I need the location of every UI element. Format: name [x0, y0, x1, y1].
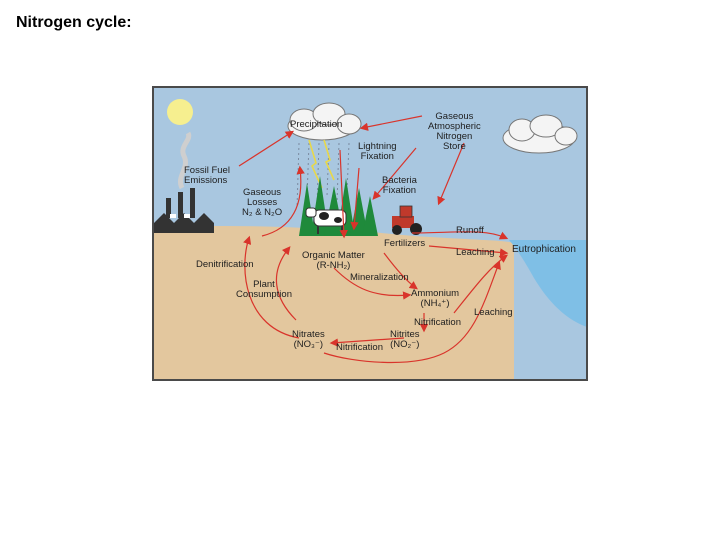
label-bacteria-fixation: Bacteria Fixation	[382, 175, 417, 196]
label-fertilizers: Fertilizers	[384, 238, 426, 249]
cloud-icon	[502, 114, 578, 154]
label-denitrification: Denitrification	[196, 259, 254, 270]
label-ammonium: Ammonium (NH₄⁺)	[411, 288, 460, 309]
diagram-illustration	[154, 88, 586, 379]
label-organic-matter: Organic Matter (R-NH₂)	[302, 250, 365, 271]
factory-icon	[154, 131, 214, 233]
slide-title: Nitrogen cycle:	[16, 14, 132, 31]
label-lightning-fixation: Lightning Fixation	[358, 141, 397, 162]
cow-icon	[305, 207, 347, 234]
label-plant-consumption: Plant Consumption	[236, 279, 292, 300]
tractor-icon	[392, 205, 422, 235]
label-fossil-fuel-emissions: Fossil Fuel Emissions	[184, 165, 230, 186]
label-nitrification-bottom: Nitrification	[336, 342, 383, 353]
label-mineralization: Mineralization	[350, 272, 409, 283]
sun-icon	[167, 99, 193, 125]
cycle-arrows	[238, 115, 509, 364]
label-runoff: Runoff	[456, 225, 484, 236]
nitrogen-cycle-diagram: Precipitation Gaseous Atmospheric Nitrog…	[152, 86, 588, 381]
label-eutrophication: Eutrophication	[512, 244, 576, 255]
label-nitrites: Nitrites (NO₂⁻)	[390, 329, 420, 350]
label-precipitation: Precipitation	[290, 119, 343, 130]
label-leaching-bottom: Leaching	[474, 307, 513, 318]
lightning-icon	[308, 139, 335, 189]
soil	[154, 226, 514, 379]
label-gaseous-atmospheric-nitrogen-store: Gaseous Atmospheric Nitrogen Store	[428, 111, 481, 152]
sea	[509, 240, 586, 327]
label-leaching-top: Leaching	[456, 247, 495, 258]
label-nitrification-right: Nitrification	[414, 317, 461, 328]
precipitation-cloud-icon	[287, 102, 362, 141]
label-nitrates: Nitrates (NO₃⁻)	[292, 329, 325, 350]
label-gaseous-losses: Gaseous Losses N₂ & N₂O	[242, 187, 283, 218]
